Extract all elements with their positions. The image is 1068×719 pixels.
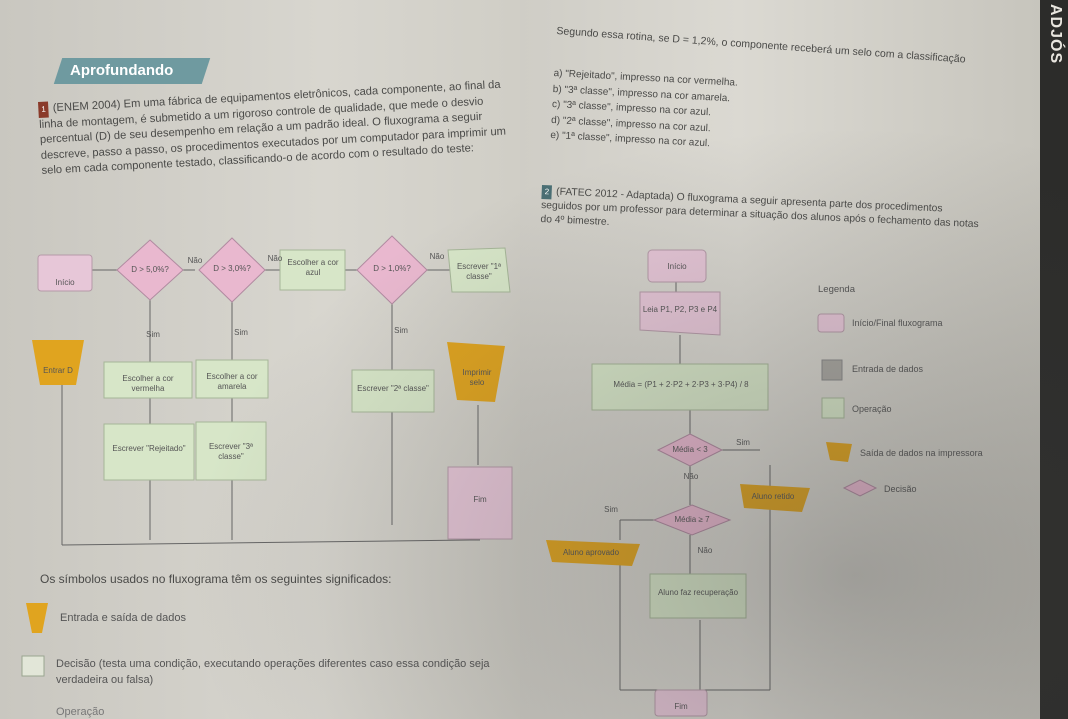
fc2-decision-ge7: Média ≥ 7: [674, 515, 710, 524]
fc2-mean: Média = (P1 + 2·P2 + 2·P3 + 3·P4) / 8: [613, 380, 749, 389]
book-spine: [1040, 0, 1068, 719]
legend-item-operation: Operação: [852, 404, 892, 414]
symbol-operation-label: Operação: [56, 706, 105, 718]
fc1-second-class: Escrever "2ª classe": [357, 384, 429, 393]
spine-label: ADJÓS: [1047, 4, 1064, 65]
fc1-label-nao-3: Não: [429, 252, 445, 261]
fc1-red: Escolher a cor vermelha: [122, 374, 174, 393]
legend-item-input: Entrada de dados: [852, 364, 924, 374]
right-page: [520, 0, 1068, 719]
symbol-io-label: Entrada e saída de dados: [60, 612, 186, 624]
legend-item-terminal: Início/Final fluxograma: [852, 318, 943, 328]
question-2-number: 2: [541, 185, 553, 200]
fc1-decision-1: D > 1,0%?: [373, 264, 411, 273]
fc1-label-sim-1: Sim: [146, 330, 160, 339]
symbol-decision-label: Decisão (testa uma condição, executando …: [56, 658, 490, 686]
fc1-first-class: Escrever "1ª classe": [456, 262, 502, 281]
fc2-end: Fim: [674, 702, 688, 711]
fc1-print: Imprimir selo: [462, 368, 492, 387]
fc2-aprovado: Aluno aprovado: [562, 548, 620, 557]
fc2-recuperacao: Aluno faz recuperação: [657, 588, 739, 597]
fc1-label-sim-2: Sim: [234, 328, 248, 337]
fc1-third-class: Escrever "3ª classe": [208, 442, 254, 461]
fc1-start: Início: [55, 278, 75, 287]
fc2-retido: Aluno retido: [751, 492, 795, 501]
fc1-label-sim-3: Sim: [394, 326, 408, 335]
fc1-label-nao-1: Não: [187, 256, 203, 265]
fc2-label-nao-1: Não: [683, 472, 699, 481]
fc1-label-nao-2: Não: [267, 254, 283, 263]
fc1-decision-3: D > 3,0%?: [213, 264, 251, 273]
answer-options: a) "Rejeitado", impresso na cor vermelha…: [550, 66, 738, 153]
fc2-decision-lt3: Média < 3: [672, 445, 708, 454]
legend-item-output: Saída de dados na impressora: [860, 448, 983, 458]
legend-item-decision: Decisão: [884, 484, 917, 494]
fc1-blue: Escolher a cor azul: [287, 258, 339, 277]
fc2-label-sim-2: Sim: [604, 505, 618, 514]
fc2-label-nao-2: Não: [697, 546, 713, 555]
fc2-label-sim-1: Sim: [736, 438, 750, 447]
left-page: [0, 0, 540, 719]
symbols-heading: Os símbolos usados no fluxograma têm os …: [40, 572, 392, 586]
legend-title: Legenda: [818, 284, 855, 295]
fc1-input: Entrar D: [43, 366, 73, 375]
fc1-rejected: Escrever "Rejeitado": [112, 444, 186, 453]
fc1-decision-5: D > 5,0%?: [131, 265, 169, 274]
fc1-end: Fim: [473, 495, 487, 504]
fc1-yellow: Escolher a cor amarela: [206, 372, 258, 391]
fc2-start: Início: [667, 262, 687, 271]
fc2-read: Leia P1, P2, P3 e P4: [642, 305, 718, 314]
